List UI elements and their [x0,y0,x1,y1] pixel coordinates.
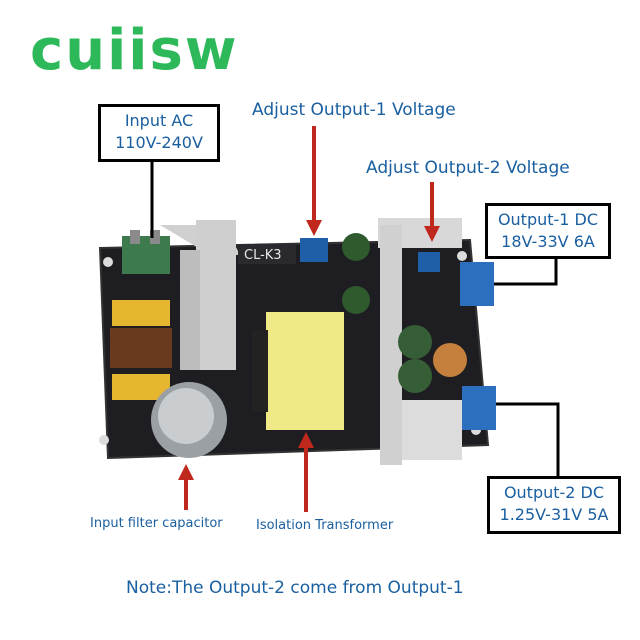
output1-box: Output-1 DC 18V-33V 6A [485,203,611,259]
output1-title: Output-1 DC [497,210,599,229]
output2-box: Output-2 DC 1.25V-31V 5A [487,476,621,534]
left-heatsink [160,220,240,370]
output1-range: 18V-33V 6A [501,232,595,251]
input-ac-range: 110V-240V [115,133,203,152]
adjust-output1-label: Adjust Output-1 Voltage [252,100,456,120]
output1-terminal [460,262,494,306]
input-terminal [122,230,170,274]
output2-range: 1.25V-31V 5A [499,505,609,524]
annotation-arrows [178,126,440,512]
isolation-transformer [252,312,344,430]
output-inductor [433,343,467,377]
brand-logo: cuiisw [30,18,239,83]
board-silkscreen: CL-K3 [244,248,282,263]
input-filter-capacitor [151,382,227,458]
leader-lines [150,160,560,480]
output1-potentiometer [300,238,328,262]
output2-terminal [462,386,496,430]
output2-potentiometer [418,252,440,272]
output2-title: Output-2 DC [503,483,605,502]
input-ac-box: Input AC 110V-240V [98,104,220,162]
input-ac-title: Input AC [124,111,194,130]
input-filter-capacitor-label: Input filter capacitor [90,516,223,531]
adjust-output2-label: Adjust Output-2 Voltage [366,158,570,178]
note-text: Note:The Output-2 come from Output-1 [126,578,464,598]
filter-capacitor-x [112,300,170,326]
isolation-transformer-label: Isolation Transformer [256,518,394,533]
right-heatsink [378,218,462,465]
common-mode-choke [110,328,172,368]
